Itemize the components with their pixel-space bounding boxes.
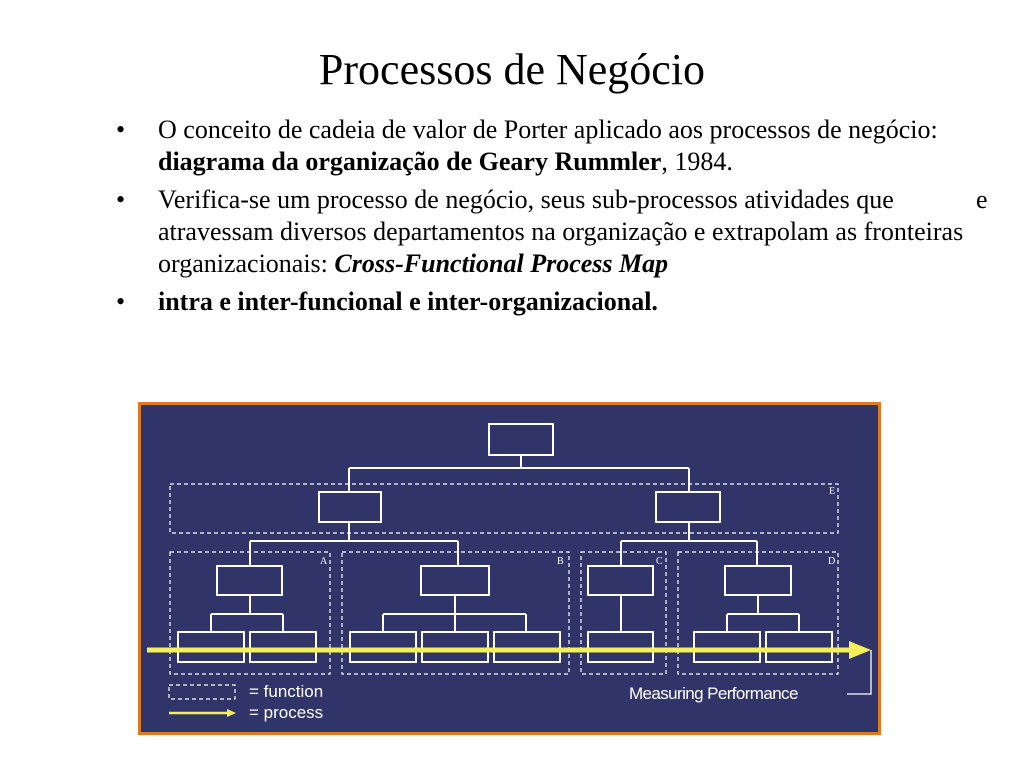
org-box-level3-c — [587, 565, 654, 596]
function-label-b: B — [557, 556, 564, 567]
bullet-marker: • — [116, 287, 126, 316]
connector-level3-b — [382, 595, 527, 632]
bullet-text: Verifica-se um processo de negócio, seus… — [158, 185, 738, 214]
rummler-diagram: E A B C D Measuring Performance = functi… — [138, 402, 881, 735]
function-region-e — [169, 483, 839, 534]
org-box-level4-a1 — [177, 631, 245, 663]
function-region-c — [580, 551, 667, 675]
bullet-item-1: • O conceito de cadeia de valor de Porte… — [116, 114, 1006, 178]
bullet-marker: • — [116, 185, 126, 214]
connector-level2-left — [249, 522, 459, 566]
org-box-level4-b3 — [493, 631, 561, 663]
bullet-item-2: • Verifica-se um processo de negócio, se… — [116, 184, 1006, 280]
function-label-e: E — [829, 486, 835, 497]
function-label-c: C — [656, 556, 663, 567]
bullet-list: • O conceito de cadeia de valor de Porte… — [116, 114, 1006, 324]
bullet-marker: • — [116, 115, 126, 144]
bullet-text: O conceito de cadeia de valor de Porter … — [158, 115, 938, 144]
org-box-level4-d1 — [693, 631, 761, 663]
org-box-level4-b2 — [421, 631, 489, 663]
org-box-level4-b1 — [349, 631, 417, 663]
org-box-level2-right — [655, 491, 721, 523]
legend-function-label: = function — [249, 682, 323, 701]
function-region-b — [341, 551, 570, 675]
org-box-level4-a2 — [249, 631, 317, 663]
function-label-a: A — [320, 556, 328, 567]
function-label-d: D — [828, 556, 835, 567]
bullet-text-continued: atividades que atravessam diversos depar… — [158, 185, 964, 278]
connector-level3-d — [726, 595, 800, 632]
legend-process-label: = process — [249, 703, 323, 722]
diagram-svg: E A B C D Measuring Performance = functi… — [147, 423, 872, 722]
measuring-bracket — [847, 650, 872, 695]
process-arrow-head — [849, 641, 871, 659]
connector-level2-right — [620, 522, 758, 566]
org-box-level4-d2 — [765, 631, 833, 663]
bullet-trailing-word: e — [976, 185, 988, 214]
legend-process-arrowhead — [227, 709, 236, 717]
org-box-level3-a — [216, 565, 283, 596]
slide-title: Processos de Negócio — [318, 45, 706, 94]
org-box-level2-left — [318, 491, 382, 523]
connector-top — [348, 455, 690, 492]
measuring-performance-label: Measuring Performance — [629, 684, 798, 703]
bullet-text-end: , 1984. — [661, 147, 733, 176]
bullet-bold-italic-text: Cross-Functional Process Map — [334, 249, 669, 278]
bullet-bold-text: diagrama da organização de Geary Rummler — [158, 147, 662, 176]
org-box-level3-d — [724, 565, 792, 596]
org-box-top — [488, 423, 554, 456]
org-box-level3-b — [420, 565, 490, 596]
legend-function-swatch — [168, 684, 236, 700]
connector-level3-a — [210, 595, 284, 632]
bullet-bold-text: intra e inter-funcional e inter-organiza… — [158, 287, 658, 316]
org-box-level4-c1 — [587, 631, 654, 663]
bullet-item-3: • intra e inter-funcional e inter-organi… — [116, 286, 1006, 318]
